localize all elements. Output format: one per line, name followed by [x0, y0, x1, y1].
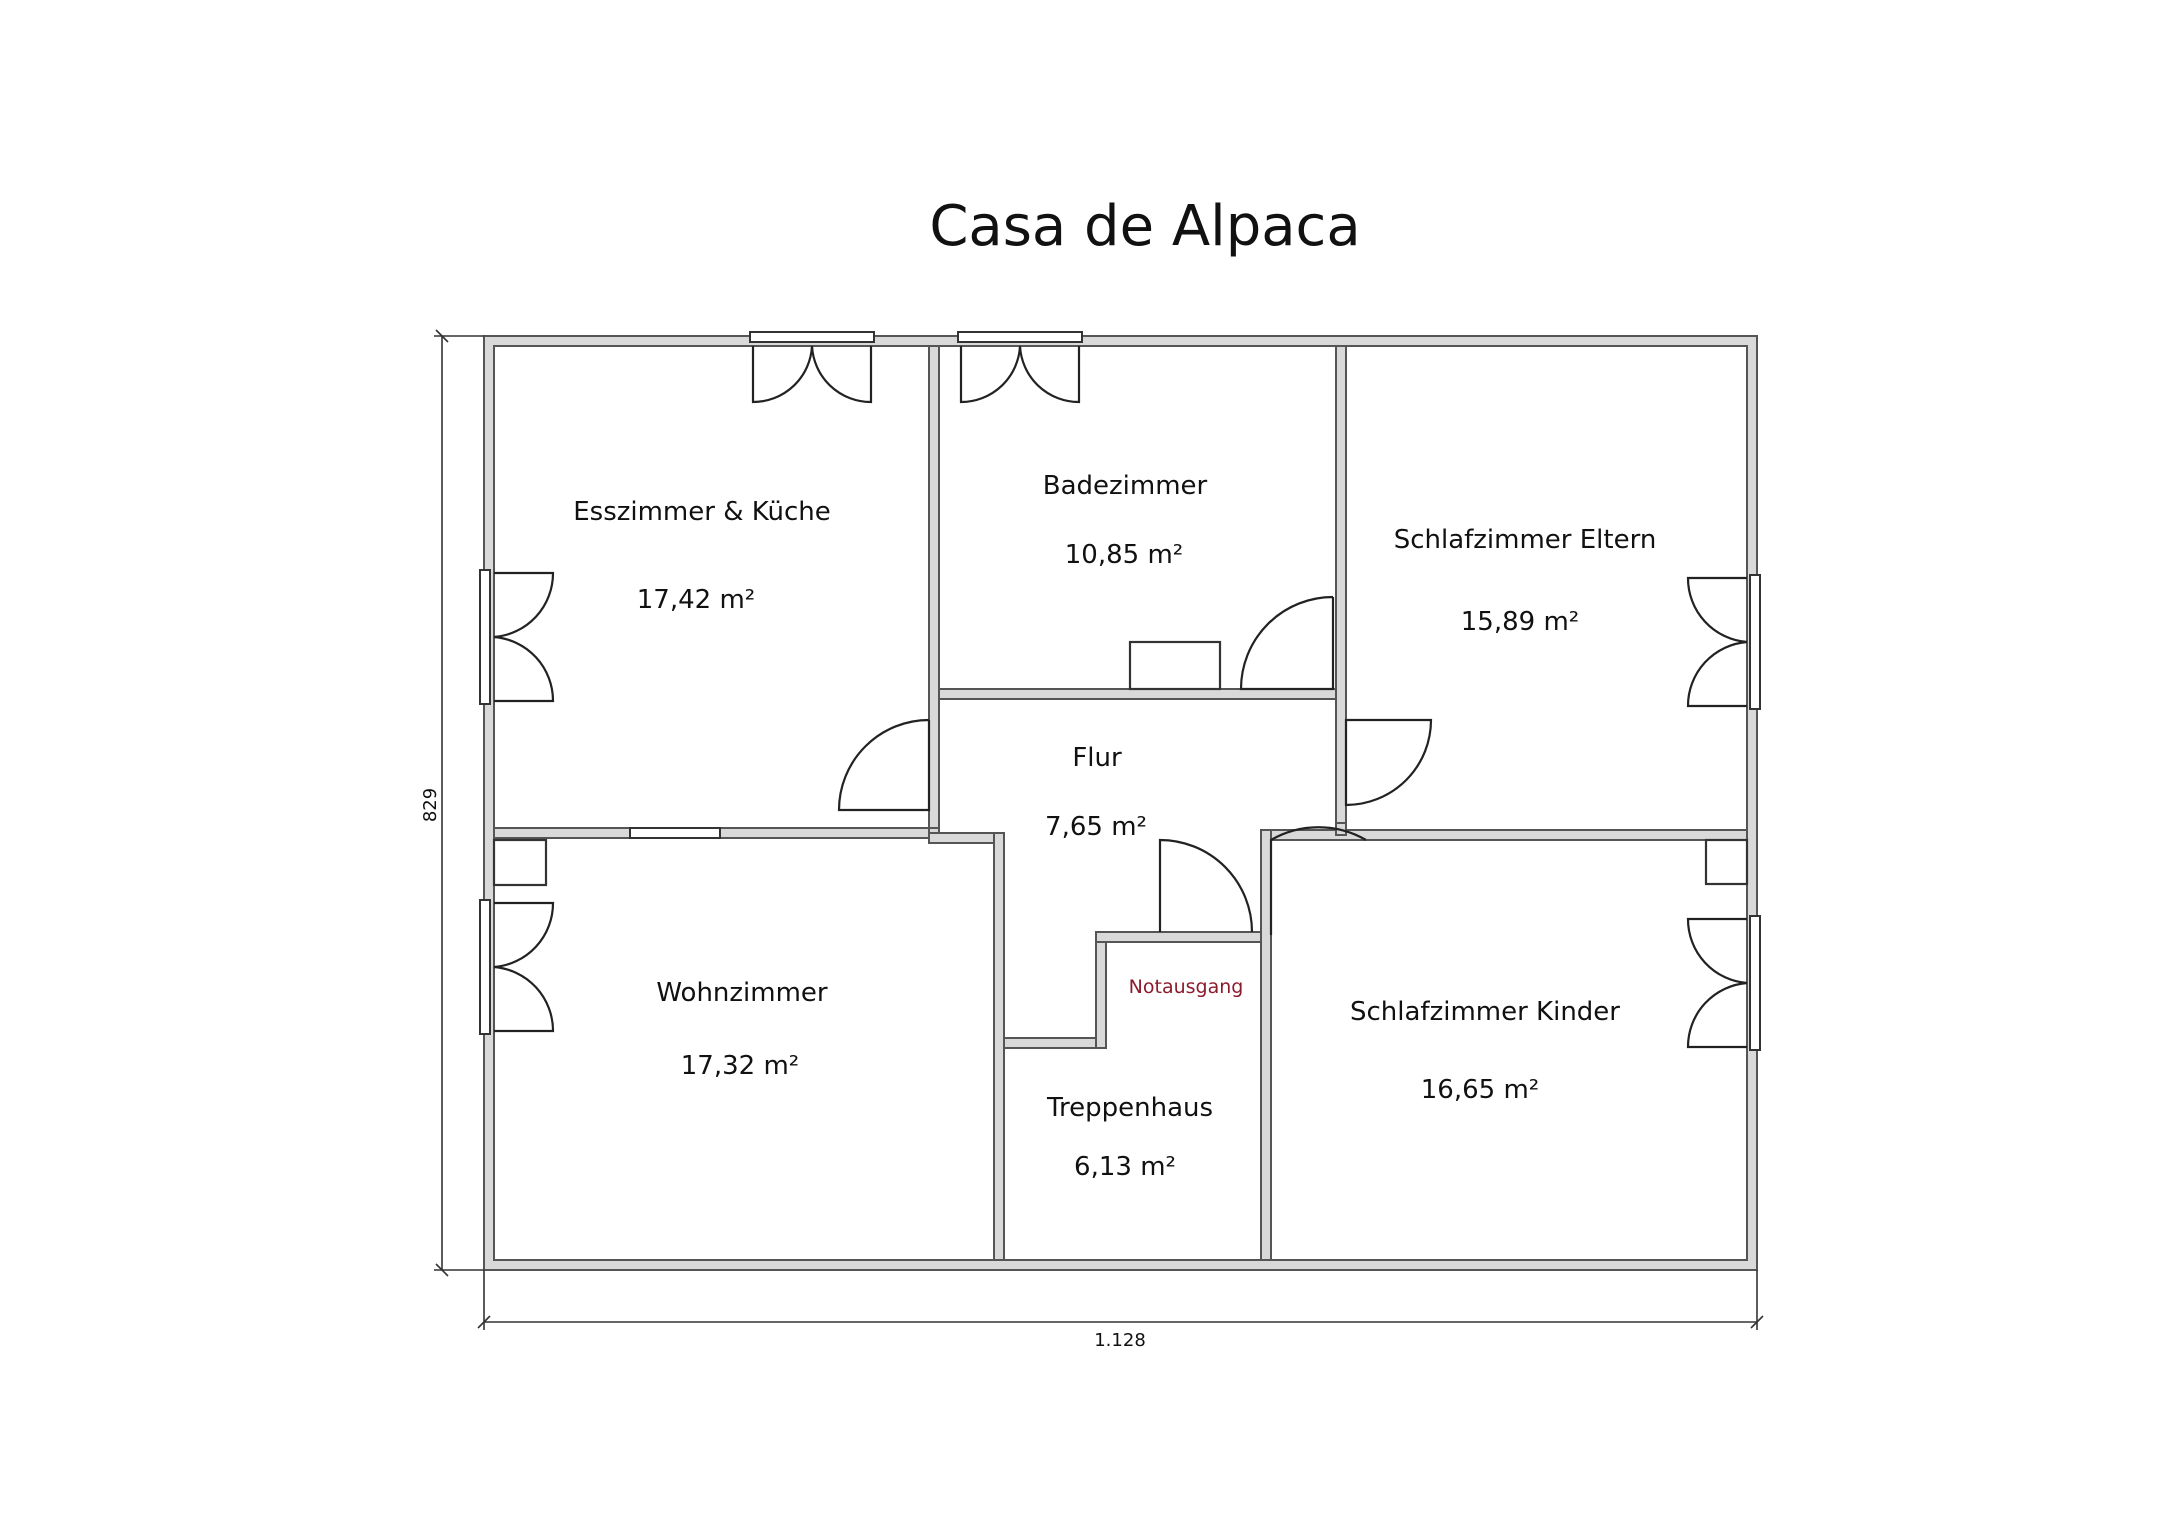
- outer-walls: [483, 335, 1758, 1271]
- room-name: Esszimmer & Küche: [573, 497, 831, 527]
- room-flur: Flur 7,65 m²: [1045, 743, 1147, 842]
- room-area: 17,32 m²: [681, 1051, 799, 1081]
- room-area: 10,85 m²: [1065, 540, 1183, 570]
- room-name: Badezimmer: [1043, 471, 1208, 501]
- room-name: Flur: [1072, 743, 1122, 773]
- plan-title: Casa de Alpaca: [929, 194, 1360, 259]
- room-name: Wohnzimmer: [656, 978, 828, 1008]
- room-schlafzimmer-eltern: Schlafzimmer Eltern 15,89 m²: [1394, 525, 1657, 637]
- room-area: 7,65 m²: [1045, 812, 1147, 842]
- width-dimension: 1.128: [1094, 1330, 1146, 1351]
- height-dimension: 829: [420, 788, 441, 822]
- room-area: 6,13 m²: [1074, 1152, 1176, 1182]
- room-treppenhaus: Treppenhaus 6,13 m²: [1046, 1093, 1213, 1182]
- room-area: 15,89 m²: [1461, 607, 1579, 637]
- room-esszimmer: Esszimmer & Küche 17,42 m²: [573, 497, 831, 615]
- room-schlafzimmer-kinder: Schlafzimmer Kinder 16,65 m²: [1350, 997, 1620, 1105]
- dimension-lines: [434, 329, 1764, 1330]
- room-name: Schlafzimmer Eltern: [1394, 525, 1657, 555]
- room-area: 16,65 m²: [1421, 1075, 1539, 1105]
- emergency-exit-label: Notausgang: [1129, 976, 1244, 998]
- room-name: Treppenhaus: [1046, 1093, 1213, 1123]
- room-name: Schlafzimmer Kinder: [1350, 997, 1620, 1027]
- room-area: 17,42 m²: [637, 585, 755, 615]
- room-badezimmer: Badezimmer 10,85 m²: [1043, 471, 1208, 570]
- room-wohnzimmer: Wohnzimmer 17,32 m²: [656, 978, 828, 1081]
- windows: [479, 331, 1761, 1051]
- doors: [493, 345, 1748, 1049]
- fixtures: [492, 640, 1749, 887]
